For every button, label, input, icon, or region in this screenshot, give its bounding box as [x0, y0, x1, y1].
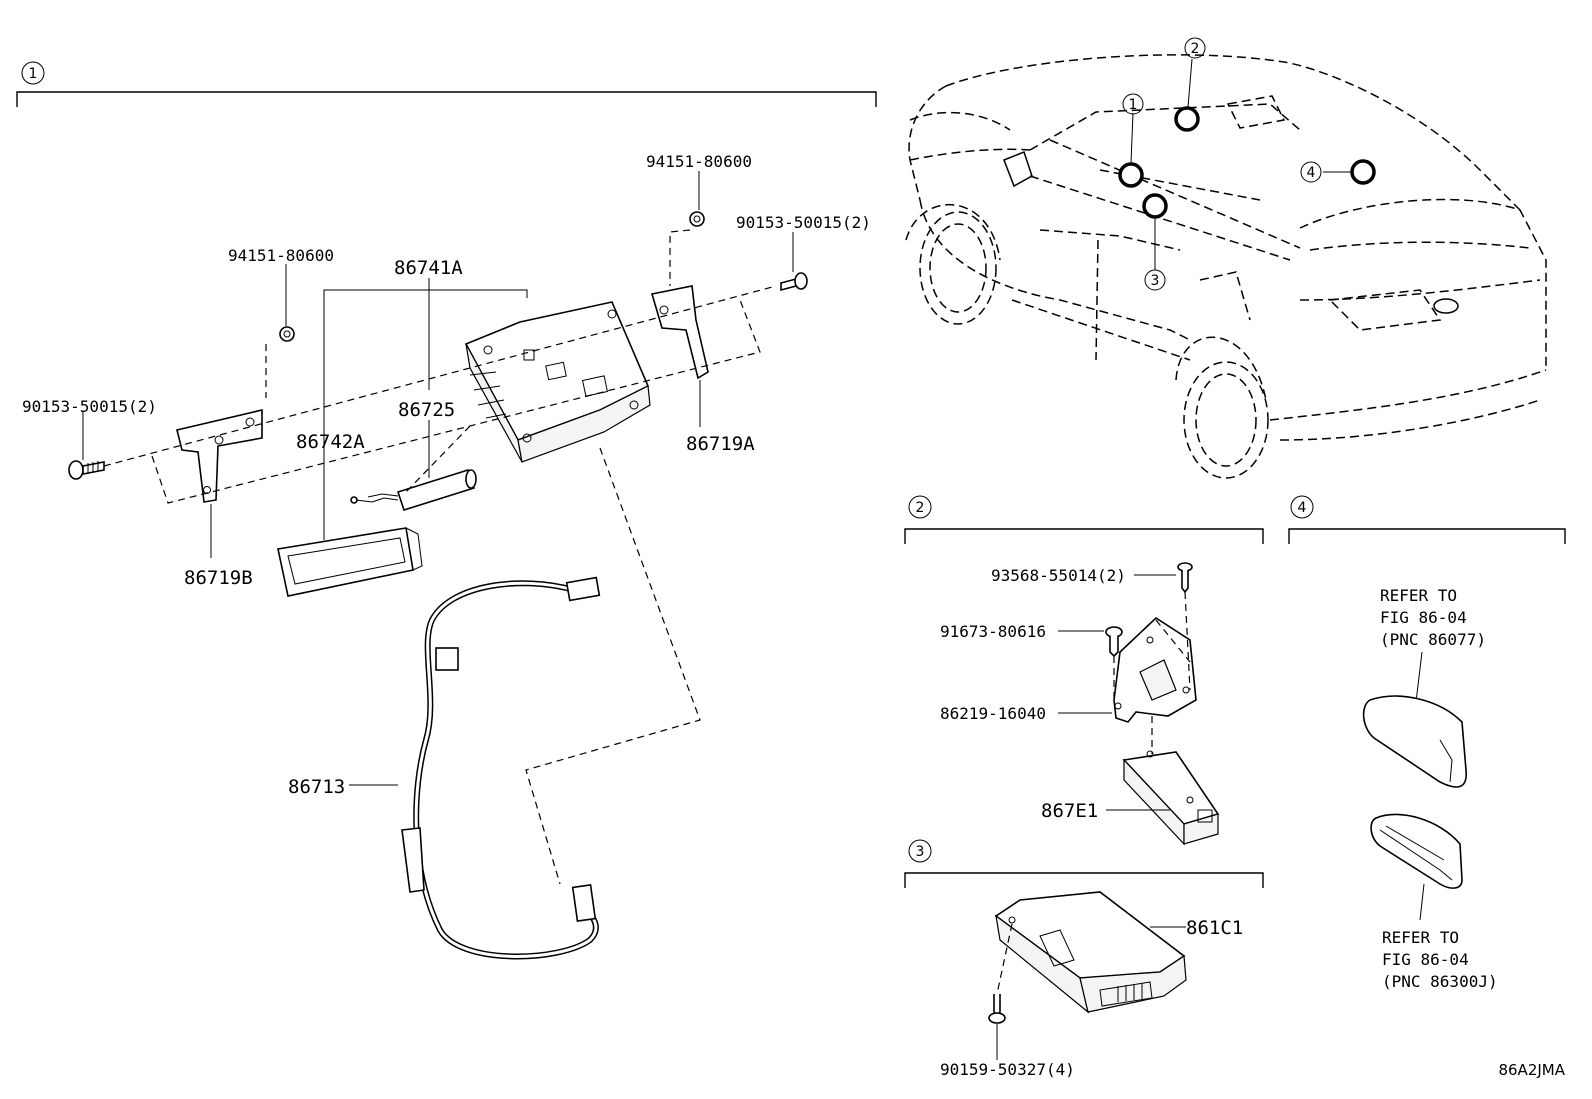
location-1-marker — [1118, 162, 1144, 188]
section-1-marker-circle — [21, 61, 45, 85]
harness-86713 — [401, 576, 601, 960]
module-86741a — [464, 301, 651, 463]
label-86742a: 86742A — [296, 431, 365, 453]
section-3-marker: 3 — [916, 844, 925, 860]
refer-top-line-1: REFER TO — [1380, 586, 1457, 605]
section-2-bracket — [904, 528, 1264, 544]
label-93568-55014: 93568-55014(2) — [991, 566, 1126, 585]
label-86719b: 86719B — [184, 567, 253, 589]
nut-94151-left — [279, 326, 295, 342]
location-4-marker — [1350, 159, 1376, 185]
section-4-bracket — [1288, 528, 1566, 544]
section-2-marker: 2 — [916, 500, 925, 516]
label-90153-50015-right: 90153-50015(2) — [736, 213, 871, 232]
section-3: 3 861C1 90159-50327(4) — [904, 839, 1264, 1079]
section-3-bracket — [904, 872, 1264, 888]
refer-top-line-2: FIG 86-04 — [1380, 608, 1467, 627]
cover-86742a — [277, 527, 423, 597]
assembly-lines-1 — [103, 229, 777, 885]
module-861c1 — [994, 891, 1187, 1014]
label-91673-80616: 91673-80616 — [940, 622, 1046, 641]
label-86725: 86725 — [398, 399, 455, 421]
car-callout-4: 4 — [1307, 165, 1316, 181]
section-4-marker: 4 — [1298, 500, 1307, 516]
shark-fin-antenna-bottom — [1370, 813, 1463, 889]
screw-93568 — [1177, 562, 1193, 594]
location-2-marker — [1174, 106, 1200, 132]
label-86741a: 86741A — [394, 257, 463, 279]
vehicle-outline — [905, 54, 1547, 479]
bracket-86719a — [650, 285, 709, 380]
location-3-marker — [1142, 193, 1168, 219]
refer-bottom-line-3: (PNC 86300J) — [1382, 972, 1498, 991]
shark-fin-antenna-top — [1362, 695, 1467, 788]
label-86219-16040: 86219-16040 — [940, 704, 1046, 723]
car-callout-3: 3 — [1151, 273, 1160, 289]
bolt-90159 — [988, 994, 1006, 1024]
label-86713: 86713 — [288, 776, 345, 798]
bracket-86219 — [1113, 616, 1197, 723]
battery-86725 — [350, 469, 477, 511]
vehicle-locations: 1 2 3 4 — [1118, 37, 1376, 291]
diagram-code: 86A2JMA — [1498, 1061, 1565, 1079]
label-90159-50327: 90159-50327(4) — [940, 1060, 1075, 1079]
label-94151-80600-left: 94151-80600 — [228, 246, 334, 265]
refer-bottom-line-1: REFER TO — [1382, 928, 1459, 947]
bolt-90153-right — [780, 272, 808, 292]
label-867e1: 867E1 — [1041, 800, 1098, 822]
section-2: 2 — [904, 495, 1264, 846]
section-1-marker: 1 — [29, 66, 38, 82]
label-861c1: 861C1 — [1186, 917, 1243, 939]
bolt-91673 — [1105, 626, 1123, 658]
section-1-bracket — [16, 91, 877, 107]
section-4: 4 REFER TO FIG 86-04 (PNC 86077) REFER T… — [1288, 495, 1566, 991]
label-94151-80600-top: 94151-80600 — [646, 152, 752, 171]
refer-top-line-3: (PNC 86077) — [1380, 630, 1486, 649]
nut-94151-right — [689, 211, 705, 227]
label-86719a: 86719A — [686, 433, 755, 455]
car-callout-2: 2 — [1191, 41, 1200, 57]
leader-lines-1 — [82, 171, 794, 786]
label-90153-50015-left: 90153-50015(2) — [22, 397, 157, 416]
section-1: 1 — [16, 61, 877, 107]
refer-bottom-line-2: FIG 86-04 — [1382, 950, 1469, 969]
module-867e1 — [1122, 750, 1220, 846]
bracket-86719b — [176, 408, 263, 503]
bolt-90153-left — [68, 460, 105, 480]
car-callout-1: 1 — [1129, 97, 1138, 113]
